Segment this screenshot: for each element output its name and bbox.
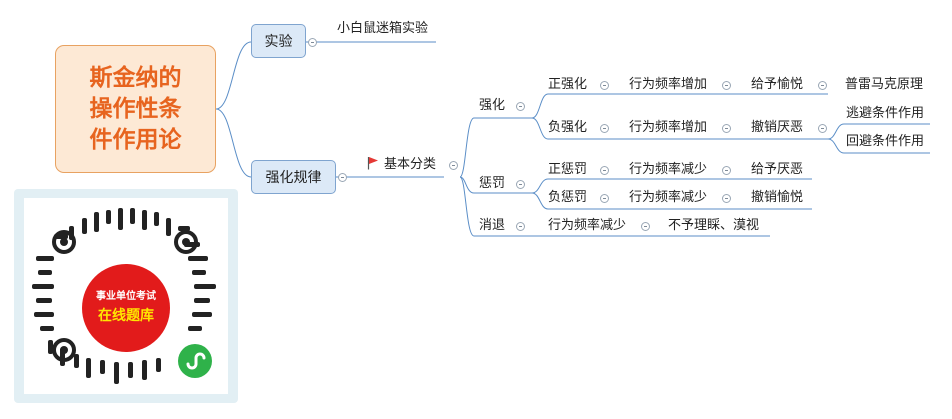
- root-title-line-1: 斯金纳的: [89, 64, 182, 91]
- collapse-icon[interactable]: [722, 124, 731, 133]
- effect-node[interactable]: 行为频率增加: [629, 120, 708, 135]
- positive-reinforcement-node[interactable]: 正强化: [548, 77, 588, 92]
- avoidance-conditioning-node[interactable]: 回避条件作用: [846, 134, 925, 149]
- flag-icon: [367, 157, 378, 170]
- extinction-node[interactable]: 消退: [479, 218, 506, 233]
- collapse-icon[interactable]: [600, 81, 609, 90]
- effect-node[interactable]: 行为频率增加: [629, 77, 708, 92]
- root-title-line-2: 操作性条: [89, 95, 182, 122]
- collapse-icon[interactable]: [600, 124, 609, 133]
- collapse-icon[interactable]: [516, 222, 525, 231]
- collapse-icon[interactable]: [449, 161, 458, 170]
- collapse-icon[interactable]: [600, 194, 609, 203]
- experiment-label: 实验: [264, 34, 293, 50]
- escape-conditioning-node[interactable]: 逃避条件作用: [846, 106, 925, 121]
- method-node[interactable]: 给予厌恶: [751, 162, 804, 177]
- collapse-icon[interactable]: [641, 222, 650, 231]
- root-title-line-3: 件作用论: [89, 126, 182, 153]
- negative-punishment-node[interactable]: 负惩罚: [548, 190, 588, 205]
- effect-node[interactable]: 行为频率减少: [629, 162, 708, 177]
- rules-node[interactable]: 强化规律: [251, 160, 336, 194]
- collapse-icon[interactable]: [600, 166, 609, 175]
- qr-code[interactable]: 事业单位考试 在线题库: [24, 198, 228, 394]
- negative-reinforcement-node[interactable]: 负强化: [548, 120, 588, 135]
- effect-node[interactable]: 行为频率减少: [548, 218, 627, 233]
- punishment-node[interactable]: 惩罚: [479, 176, 506, 191]
- method-node[interactable]: 撤销愉悦: [751, 190, 804, 205]
- basic-classification-node[interactable]: 基本分类: [384, 157, 437, 172]
- experiment-child-node[interactable]: 小白鼠迷箱实验: [337, 21, 429, 36]
- collapse-icon[interactable]: [516, 180, 525, 189]
- qr-code-panel: 事业单位考试 在线题库: [14, 189, 238, 403]
- collapse-icon[interactable]: [722, 81, 731, 90]
- collapse-icon[interactable]: [818, 81, 827, 90]
- principle-node[interactable]: 普雷马克原理: [845, 77, 924, 92]
- rules-label: 强化规律: [265, 170, 322, 186]
- method-node[interactable]: 给予愉悦: [751, 77, 804, 92]
- reinforcement-node[interactable]: 强化: [479, 98, 506, 113]
- qr-center-badge: 事业单位考试 在线题库: [82, 264, 170, 352]
- collapse-icon[interactable]: [308, 38, 317, 47]
- method-node[interactable]: 撤销厌恶: [751, 120, 804, 135]
- qr-pattern-icon: [32, 208, 216, 384]
- positive-punishment-node[interactable]: 正惩罚: [548, 162, 588, 177]
- collapse-icon[interactable]: [722, 166, 731, 175]
- collapse-icon[interactable]: [516, 102, 525, 111]
- qr-title-line-2: 在线题库: [98, 308, 154, 324]
- method-node[interactable]: 不予理睬、漠视: [668, 218, 760, 233]
- collapse-icon[interactable]: [338, 173, 347, 182]
- collapse-icon[interactable]: [818, 124, 827, 133]
- experiment-node[interactable]: 实验: [251, 24, 306, 58]
- root-node[interactable]: 斯金纳的 操作性条 件作用论: [55, 45, 216, 173]
- mini-program-icon: [178, 344, 212, 378]
- collapse-icon[interactable]: [722, 194, 731, 203]
- qr-title-line-1: 事业单位考试: [96, 291, 156, 302]
- effect-node[interactable]: 行为频率减少: [629, 190, 708, 205]
